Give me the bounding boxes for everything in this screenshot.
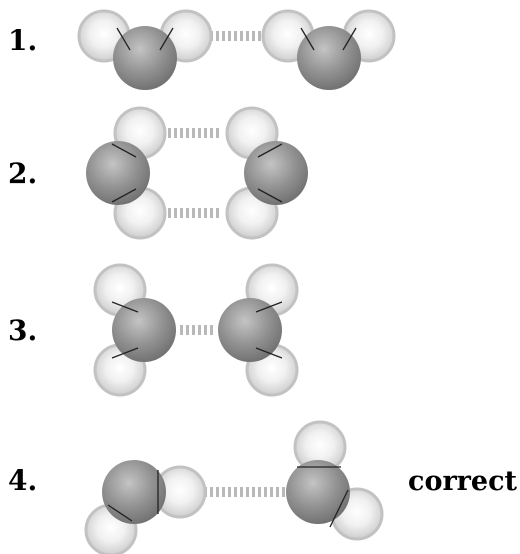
hydrogen-bond bbox=[212, 31, 266, 41]
covalent-bond-edge bbox=[255, 347, 283, 359]
water-molecule-right bbox=[261, 9, 396, 90]
hydrogen-bond bbox=[178, 325, 214, 335]
oxygen-atom bbox=[297, 26, 361, 90]
covalent-bond-edge bbox=[107, 504, 133, 522]
option-1-number: 1. bbox=[8, 24, 37, 57]
water-molecule-right bbox=[286, 420, 384, 541]
oxygen-atom bbox=[112, 298, 176, 362]
hydrogen-bond bbox=[206, 487, 286, 497]
oxygen-atom bbox=[218, 298, 282, 362]
covalent-bond-edge bbox=[257, 188, 283, 203]
covalent-bond-edge bbox=[111, 143, 137, 158]
water-molecule-left bbox=[84, 460, 207, 554]
oxygen-atom bbox=[113, 26, 177, 90]
covalent-bond-edge bbox=[255, 301, 283, 313]
option-3-number: 3. bbox=[8, 314, 37, 347]
covalent-bond-edge bbox=[111, 188, 137, 203]
covalent-bond-edge bbox=[257, 143, 283, 158]
covalent-bond-edge bbox=[111, 347, 139, 359]
covalent-bond-edge bbox=[342, 27, 357, 51]
oxygen-atom bbox=[86, 141, 150, 205]
oxygen-atom bbox=[102, 460, 166, 524]
option-1: 1. bbox=[8, 9, 396, 90]
water-molecule-left bbox=[77, 9, 213, 90]
water-molecule-right bbox=[225, 106, 308, 240]
correct-label: correct bbox=[408, 466, 518, 497]
covalent-bond-edge bbox=[159, 27, 174, 51]
option-2: 2. bbox=[8, 106, 308, 240]
covalent-bond-edge bbox=[300, 27, 315, 51]
oxygen-atom bbox=[286, 460, 350, 524]
option-3: 3. bbox=[8, 263, 299, 397]
water-molecule-right bbox=[218, 263, 299, 397]
covalent-bond-edge bbox=[116, 27, 131, 51]
water-molecule-left bbox=[86, 106, 167, 240]
water-molecule-left bbox=[93, 263, 176, 397]
covalent-bond-edge bbox=[329, 489, 349, 528]
option-4: 4. correct bbox=[8, 420, 518, 554]
covalent-bond-edge bbox=[111, 301, 139, 313]
hydrogen-bond bbox=[168, 208, 222, 218]
oxygen-atom bbox=[244, 141, 308, 205]
option-2-number: 2. bbox=[8, 157, 37, 190]
option-4-number: 4. bbox=[8, 464, 37, 497]
hydrogen-bond bbox=[168, 128, 222, 138]
